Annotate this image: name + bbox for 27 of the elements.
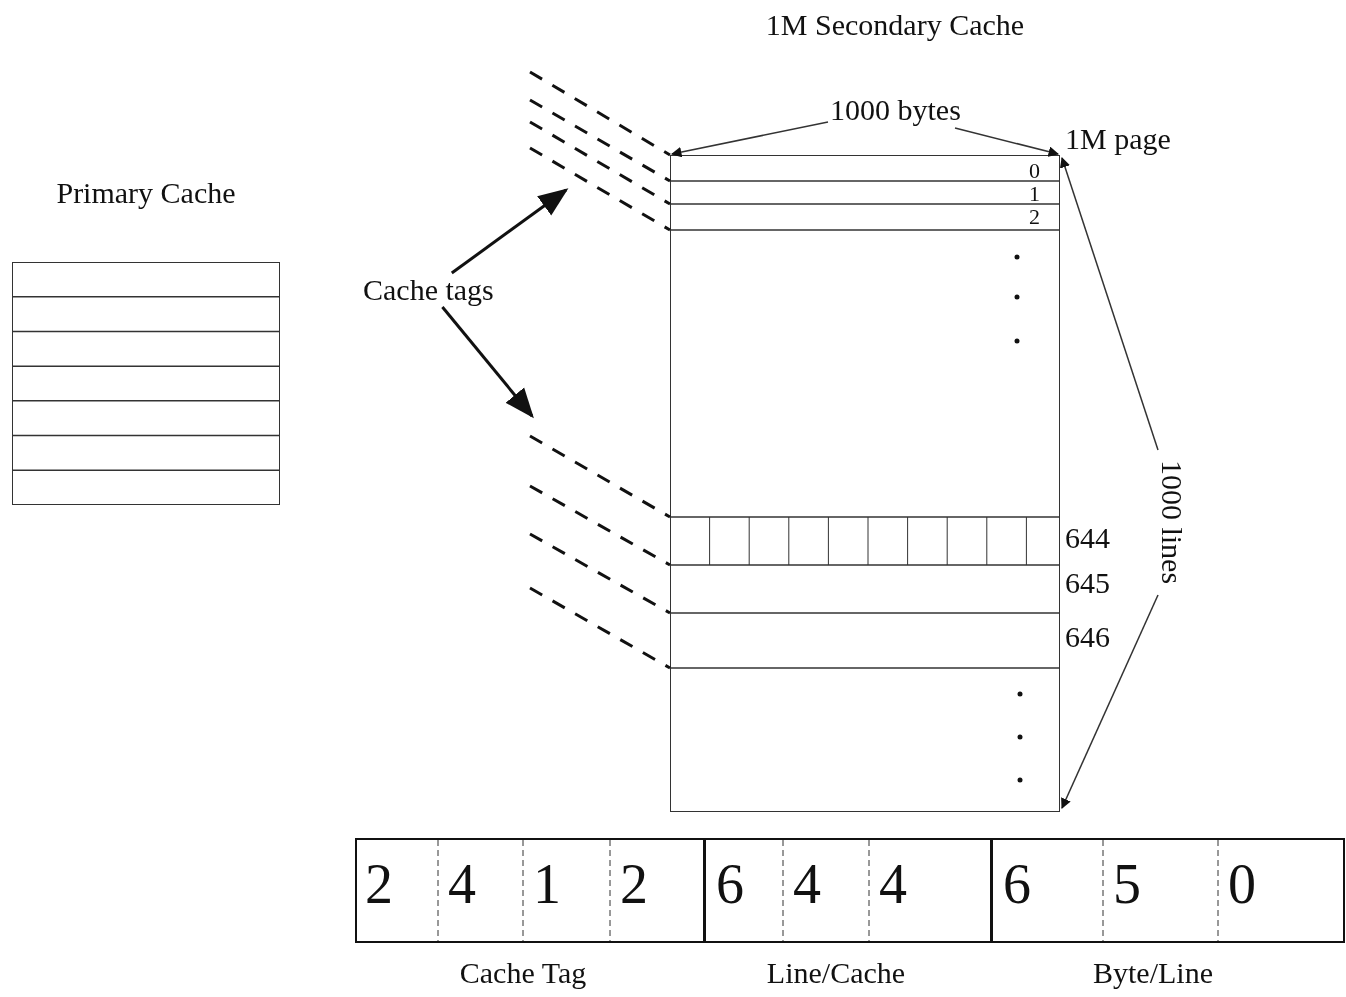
row-number: 0 <box>1029 160 1040 182</box>
leader-arrow <box>450 188 569 275</box>
field-caption: Line/Cache <box>766 958 906 988</box>
digit: 2 <box>365 856 393 912</box>
row-number: 645 <box>1065 568 1110 598</box>
cache-tags-label: Cache tags <box>363 275 494 305</box>
digit: 1 <box>533 856 561 912</box>
digit: 2 <box>620 856 648 912</box>
digit: 5 <box>1113 856 1141 912</box>
leader-arrow <box>441 306 534 419</box>
row-number: 646 <box>1065 622 1110 652</box>
digit: 0 <box>1228 856 1256 912</box>
field-caption: Byte/Line <box>1093 958 1213 988</box>
digit: 4 <box>448 856 476 912</box>
row-number: 644 <box>1065 523 1110 553</box>
field-caption: Cache Tag <box>459 958 587 988</box>
row-number: 1 <box>1029 183 1040 205</box>
row-number: 2 <box>1029 206 1040 228</box>
cache-heading: 1M Secondary Cache <box>765 10 1025 40</box>
page-label: 1M page <box>1065 124 1171 154</box>
digit: 6 <box>1003 856 1031 912</box>
dimension-label: 1000 bytes <box>830 95 961 125</box>
digit: 4 <box>879 856 907 912</box>
dimension-label: 1000 lines <box>1157 459 1187 585</box>
cache-heading: Primary Cache <box>56 178 236 208</box>
digit: 6 <box>716 856 744 912</box>
digit: 4 <box>793 856 821 912</box>
